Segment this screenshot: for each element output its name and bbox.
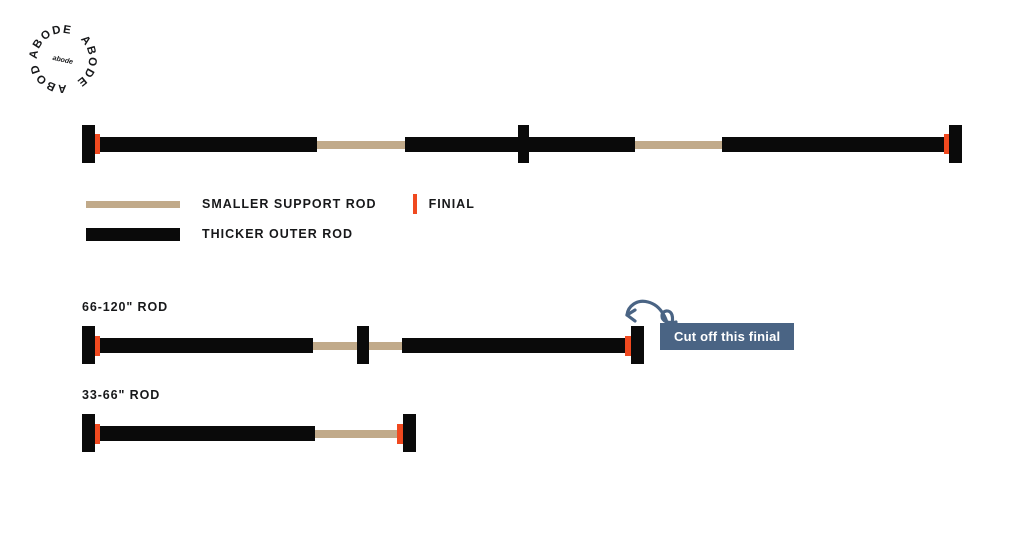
rod66-support-segment-1 bbox=[313, 342, 357, 350]
rod-label-66-120: 66-120" ROD bbox=[82, 300, 168, 314]
cut-off-finial-callout: Cut off this finial bbox=[660, 323, 795, 350]
rod-outer-segment-2 bbox=[405, 137, 518, 152]
legend: SMALLER SUPPORT ROD FINIAL THICKER OUTER… bbox=[86, 192, 506, 246]
rod-support-segment-1 bbox=[317, 141, 405, 149]
rod-label-33-66: 33-66" ROD bbox=[82, 388, 161, 402]
rod-outer-segment-1 bbox=[100, 137, 317, 152]
legend-swatch-outer-rod bbox=[86, 227, 180, 241]
legend-label-finial: FINIAL bbox=[428, 197, 475, 211]
rod-endcap-left bbox=[82, 125, 95, 163]
rod33-outer-segment-1 bbox=[100, 426, 315, 441]
legend-row-finial: FINIAL bbox=[377, 194, 475, 214]
rod66-center-bracket bbox=[357, 326, 369, 364]
legend-label-support-rod: SMALLER SUPPORT ROD bbox=[202, 197, 377, 211]
rod33-finial-left bbox=[95, 424, 100, 444]
rod-endcap-right bbox=[949, 125, 962, 163]
rod66-endcap-right bbox=[631, 326, 644, 364]
rod33-endcap-right bbox=[403, 414, 416, 452]
rod-center-bracket bbox=[518, 125, 529, 163]
rod33-support-segment-1 bbox=[315, 430, 397, 438]
svg-text:abode: abode bbox=[52, 55, 74, 66]
cut-off-finial-callout-text: Cut off this finial bbox=[674, 328, 781, 344]
rod-outer-segment-3 bbox=[529, 137, 635, 152]
rod66-support-segment-2 bbox=[369, 342, 402, 350]
rod66-finial-left bbox=[95, 336, 100, 356]
legend-swatch-support-rod bbox=[86, 200, 180, 208]
abode-logo: ABODE ABODE ABODE ABODE abode bbox=[24, 20, 102, 98]
rod33-endcap-left bbox=[82, 414, 95, 452]
rod66-outer-segment-1 bbox=[100, 338, 313, 353]
legend-swatch-finial bbox=[412, 194, 417, 214]
rod-outer-segment-4 bbox=[722, 137, 944, 152]
rod66-outer-segment-2 bbox=[402, 338, 625, 353]
rod33-finial-right bbox=[397, 424, 403, 444]
legend-row-outer-rod: THICKER OUTER ROD bbox=[86, 222, 506, 246]
legend-row-support-rod: SMALLER SUPPORT ROD FINIAL bbox=[86, 192, 506, 216]
rod-finial-right bbox=[944, 134, 949, 154]
rod-support-segment-2 bbox=[635, 141, 722, 149]
rod-finial-left bbox=[95, 134, 100, 154]
rod66-endcap-left bbox=[82, 326, 95, 364]
legend-label-outer-rod: THICKER OUTER ROD bbox=[202, 227, 354, 241]
rod66-finial-right bbox=[625, 336, 631, 356]
